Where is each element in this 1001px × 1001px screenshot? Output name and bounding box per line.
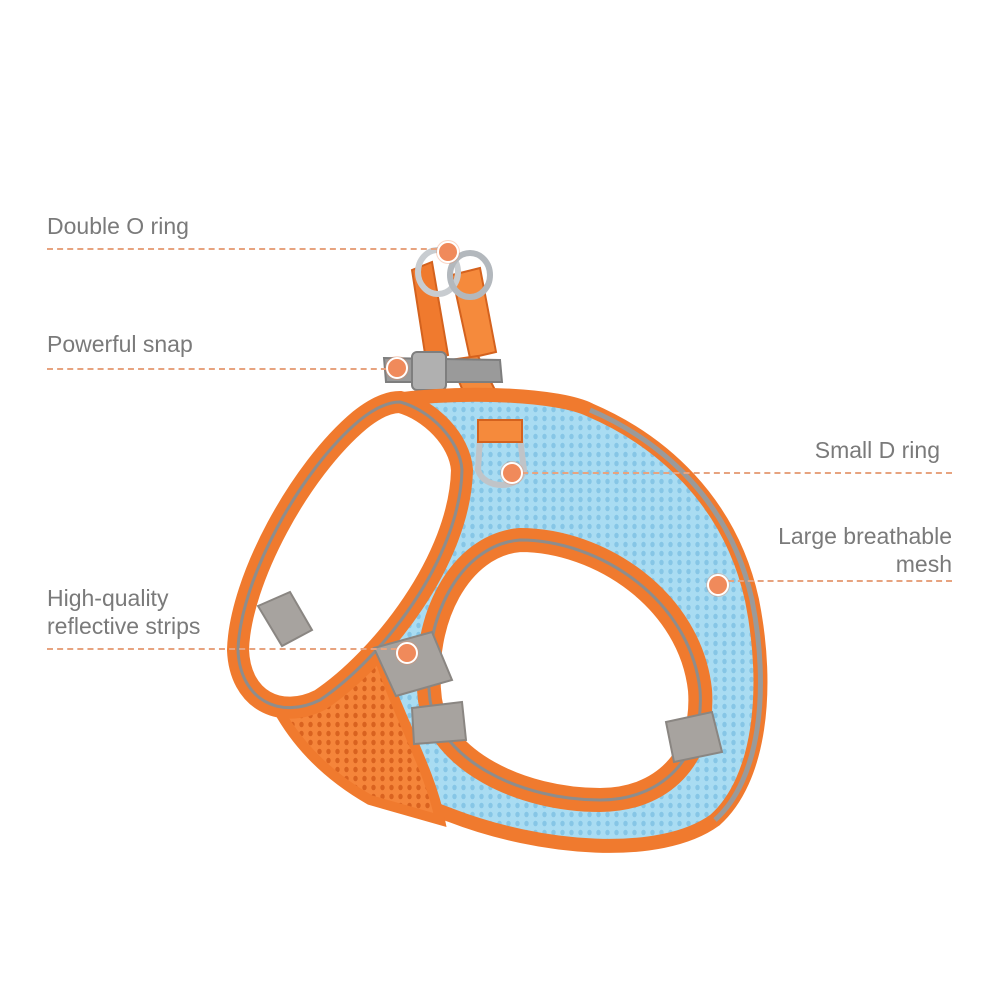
callout-leader-powerful-snap: [47, 368, 397, 370]
callout-dot-small-d-ring: [501, 462, 523, 484]
callout-leader-small-d-ring: [512, 472, 952, 474]
callout-label-double-o-ring: Double O ring: [47, 213, 189, 239]
callout-leader-double-o-ring: [47, 248, 447, 250]
callout-dot-powerful-snap: [386, 357, 408, 379]
callout-dot-double-o-ring: [437, 241, 459, 263]
callout-label-large-breathable-mesh-line2: mesh: [895, 551, 952, 577]
callout-label-powerful-snap: Powerful snap: [47, 331, 193, 357]
callout-label-small-d-ring: Small D ring: [814, 437, 940, 463]
harness-body: [226, 387, 768, 853]
powerful-snap-buckle: [382, 351, 504, 391]
callout-label-reflective-strips-line1: High-quality: [47, 585, 169, 611]
small-d-ring: [474, 419, 528, 488]
callout-leader-large-breathable-mesh: [718, 580, 952, 582]
callout-leader-reflective-strips: [47, 648, 407, 650]
callout-dot-large-breathable-mesh: [707, 574, 729, 596]
callout-label-large-breathable-mesh-line1: Large breathable: [778, 523, 952, 549]
callout-dot-reflective-strips: [396, 642, 418, 664]
callout-label-reflective-strips-line2: reflective strips: [47, 613, 201, 639]
